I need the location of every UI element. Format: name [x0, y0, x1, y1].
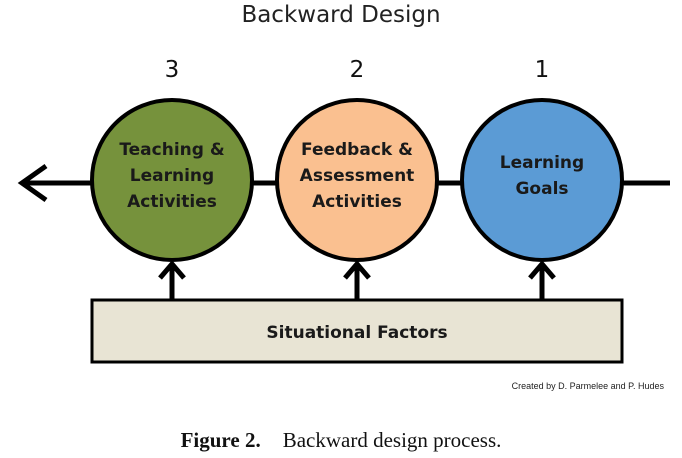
step-number-1: 1 [534, 57, 550, 83]
figure-label: Figure 2. [180, 428, 261, 452]
step-2-line-1: Feedback & [301, 140, 413, 160]
step-number-2: 2 [349, 57, 365, 83]
diagram-title: Backward Design [241, 2, 441, 28]
step-3-line-3: Activities [127, 192, 217, 212]
step-2-line-2: Assessment [300, 166, 415, 186]
step-2-line-3: Activities [312, 192, 402, 212]
figure-caption-text: Backward design process. [282, 428, 502, 452]
step-circle-1 [460, 98, 624, 262]
step-3-line-1: Teaching & [119, 140, 225, 160]
step-number-3: 3 [164, 57, 180, 83]
step-1-line-2: Goals [515, 179, 568, 199]
main-arrow-head [17, 163, 48, 203]
credit-text: Created by D. Parmelee and P. Hudes [511, 381, 664, 391]
step-circle-3 [90, 98, 254, 262]
step-circle-2 [275, 98, 439, 262]
up-arrows [158, 260, 556, 300]
figure-caption: Figure 2. Backward design process. [0, 428, 682, 453]
step-1-line-1: Learning [500, 153, 584, 173]
step-3-line-2: Learning [130, 166, 214, 186]
situational-factors-label: Situational Factors [266, 323, 447, 343]
situational-factors-box [90, 298, 624, 364]
